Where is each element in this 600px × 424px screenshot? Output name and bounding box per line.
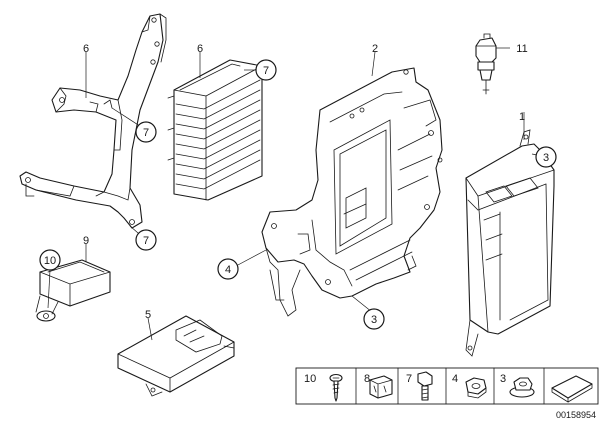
legend-item-10-label: 10 bbox=[304, 373, 316, 385]
callout-6-bracket-label: 6 bbox=[83, 43, 89, 55]
callout-3-right: 3 bbox=[535, 146, 557, 168]
callout-9-label: 9 bbox=[83, 235, 89, 247]
flat-module-part-5 bbox=[117, 315, 235, 397]
callout-3-right-label: 3 bbox=[543, 152, 549, 164]
callout-7-middle-label: 7 bbox=[143, 127, 149, 139]
flange-nut-icon bbox=[509, 377, 535, 398]
callout-7-top: 7 bbox=[255, 59, 277, 81]
legend-item-4-label: 4 bbox=[452, 373, 458, 385]
control-unit-part-1 bbox=[465, 129, 555, 357]
callout-1-label: 1 bbox=[519, 111, 525, 123]
screw-icon bbox=[329, 373, 343, 402]
callout-11-label: 11 bbox=[516, 43, 527, 55]
callout-10: 10 bbox=[39, 249, 61, 271]
clip-nut-icon bbox=[369, 375, 393, 399]
callout-7-top-label: 7 bbox=[263, 65, 269, 77]
legend-item-3-label: 3 bbox=[500, 373, 506, 385]
callout-7-middle: 7 bbox=[135, 121, 157, 143]
nut-icon bbox=[465, 377, 487, 399]
mounting-frame-part-2 bbox=[261, 67, 443, 317]
callout-4: 4 bbox=[217, 258, 239, 280]
shim-icon bbox=[551, 375, 593, 403]
callout-6-bracket: 6 bbox=[83, 43, 89, 55]
bracket-part-6-left bbox=[19, 13, 167, 229]
bolt-icon bbox=[417, 371, 433, 401]
reference-number: 00158954 bbox=[556, 410, 596, 420]
small-parts-legend: 10 8 7 4 3 bbox=[295, 367, 599, 405]
finned-module-part-6 bbox=[167, 59, 263, 201]
callout-5-label: 5 bbox=[145, 309, 151, 321]
callout-4-label: 4 bbox=[225, 264, 231, 276]
callout-3-bottom: 3 bbox=[363, 308, 385, 330]
callout-10-label: 10 bbox=[44, 255, 56, 267]
callout-6-module-label: 6 bbox=[197, 43, 203, 55]
callout-3-bottom-label: 3 bbox=[371, 314, 377, 326]
callout-7-bottom: 7 bbox=[135, 229, 157, 251]
callout-7-bottom-label: 7 bbox=[143, 235, 149, 247]
callout-5: 5 bbox=[145, 309, 151, 321]
legend-item-8-label: 8 bbox=[364, 373, 370, 385]
callout-6-module: 6 bbox=[197, 43, 203, 55]
sensor-part-11 bbox=[475, 33, 497, 95]
callout-2: 2 bbox=[372, 43, 378, 55]
callout-9: 9 bbox=[83, 235, 89, 247]
callout-1: 1 bbox=[519, 111, 525, 123]
legend-item-7-label: 7 bbox=[406, 373, 412, 385]
callout-2-label: 2 bbox=[372, 43, 378, 55]
callout-11: 11 bbox=[516, 43, 527, 55]
